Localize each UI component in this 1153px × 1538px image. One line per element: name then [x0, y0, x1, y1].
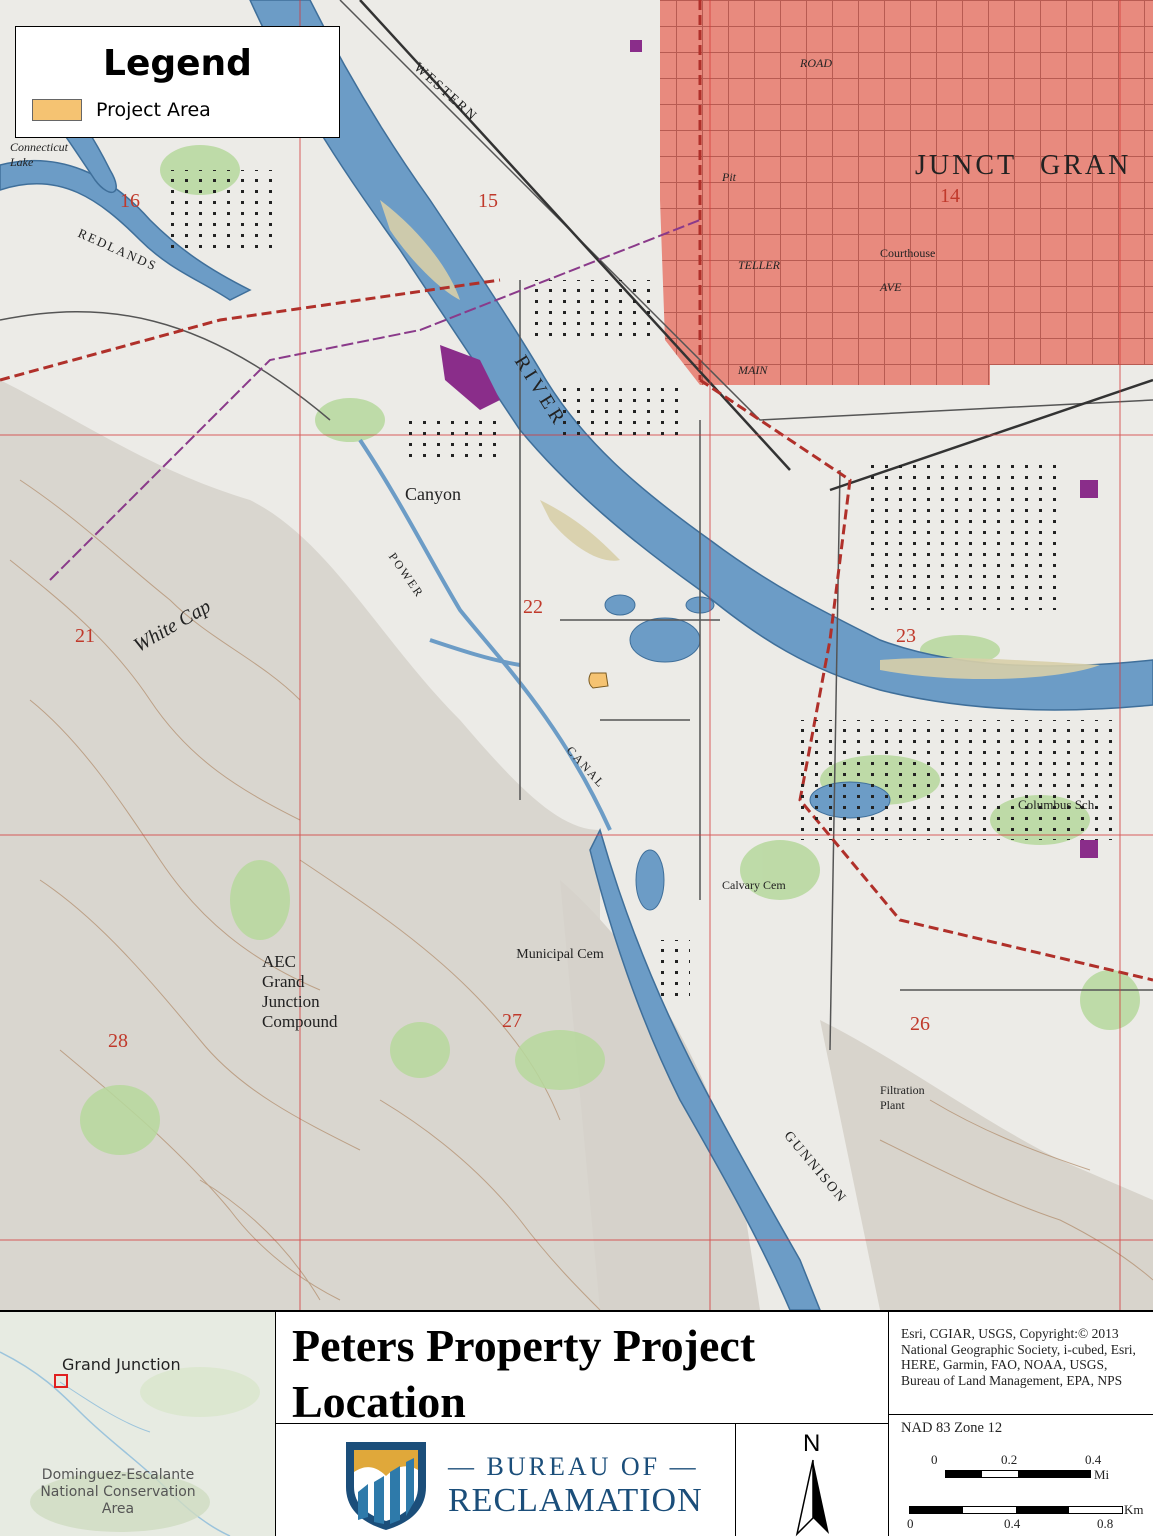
map-footer: Grand Junction Dominguez-Escalante Natio… [0, 1312, 1153, 1537]
label-aec: Municipal Cem [516, 947, 604, 962]
label-municipal-cem: Calvary Cem [722, 878, 786, 892]
label-power: POWER [385, 549, 428, 601]
north-arrow-panel: N [736, 1424, 888, 1537]
label-section-28: 28 [108, 1030, 128, 1052]
inset-label-conservation-area: Dominguez-Escalante National Conservatio… [40, 1467, 196, 1517]
gunnison-river [589, 827, 821, 1310]
north-label: N [803, 1430, 821, 1457]
info-panel: Esri, CGIAR, USGS, Copyright:© 2013 Nati… [888, 1312, 1153, 1536]
label-columbus: Columbus Sch [1018, 797, 1095, 812]
project-area-polygon [588, 672, 609, 689]
scale-km-unit: Km [1124, 1502, 1144, 1517]
label-rood: TELLER [738, 258, 781, 272]
map-label-layer: JUNCT GRAN Canyon AEC Grand Junction Com… [10, 56, 1132, 1207]
pipeline [49, 219, 701, 581]
agency-name-line2: RECLAMATION [448, 1482, 703, 1519]
reclamation-shield-icon [346, 1442, 426, 1530]
roads [0, 0, 1153, 1051]
label-ouray: Pit [722, 170, 736, 184]
label-rosevale: Canyon [405, 484, 461, 504]
info-divider [889, 1414, 1153, 1415]
label-teller: ROAD [800, 56, 832, 70]
label-main: AVE [880, 280, 902, 294]
label-redlands: REDLANDS [75, 225, 160, 274]
label-section-27: 27 [502, 1010, 522, 1032]
facilities [440, 40, 1098, 858]
label-section-26: 26 [910, 1013, 930, 1035]
map-credits: Esri, CGIAR, USGS, Copyright:© 2013 Nati… [901, 1326, 1136, 1388]
topographic-map[interactable]: JUNCT GRAN Canyon AEC Grand Junction Com… [0, 0, 1153, 1312]
label-white-cap: AEC Grand Junction Compound [262, 952, 338, 1031]
scale-km-tick-0: 0 [907, 1516, 914, 1531]
scale-bar-miles [945, 1470, 1091, 1478]
scale-mi-tick-1: 0.2 [1001, 1452, 1018, 1467]
inset-label-grand-junction: Grand Junction [62, 1355, 181, 1374]
scale-mi-tick-2: 0.4 [1085, 1452, 1102, 1467]
label-western: WESTERN [410, 60, 481, 126]
scale-mi-unit: Mi [1094, 1467, 1110, 1482]
canals [358, 438, 612, 831]
label-section-16: 16 [120, 190, 140, 212]
legend-title: Legend [103, 43, 252, 84]
label-river: RIVER [509, 351, 571, 431]
north-arrow-icon [795, 1459, 829, 1537]
label-connecticut-lake: Connecticut Lake [10, 140, 68, 169]
projection-label: NAD 83 Zone 12 [901, 1420, 1003, 1436]
urban-area-grand-junction [660, 0, 1153, 385]
label-section-21: 21 [75, 625, 95, 647]
scale-bar-km [909, 1506, 1123, 1514]
label-filtration: Filtration Plant [880, 1083, 925, 1112]
label-junct: GRAN [1040, 150, 1132, 181]
label-grand: JUNCT [915, 150, 1018, 181]
legend-label-project-area: Project Area [96, 99, 211, 121]
agency-logo-panel: — BUREAU OF — RECLAMATION [276, 1424, 736, 1536]
label-section-14: 14 [940, 185, 960, 207]
scale-km-tick-1: 0.4 [1004, 1516, 1021, 1531]
inset-locator-box [54, 1374, 68, 1388]
label-gunnison: GUNNISON [780, 1128, 850, 1207]
scale-km-tick-2: 0.8 [1097, 1516, 1114, 1531]
label-canal: CANAL [563, 743, 609, 791]
label-courthouse: Courthouse [880, 246, 936, 260]
agency-name-line1: — BUREAU OF — [448, 1452, 699, 1481]
scale-mi-tick-0: 0 [931, 1452, 938, 1467]
label-section-15: 15 [478, 190, 498, 212]
label-pitkin: MAIN [738, 363, 768, 377]
title-panel: Peters Property Project Location [276, 1312, 888, 1427]
locator-inset-map[interactable]: Grand Junction Dominguez-Escalante Natio… [0, 1312, 276, 1536]
map-legend: Legend Project Area [15, 26, 340, 138]
legend-swatch-project-area [32, 99, 82, 121]
map-title: Peters Property Project Location [292, 1320, 756, 1427]
label-canyon: White Cap [129, 595, 215, 657]
buildings [160, 170, 1120, 1000]
label-section-23: 23 [896, 625, 916, 647]
label-section-22: 22 [523, 596, 543, 618]
